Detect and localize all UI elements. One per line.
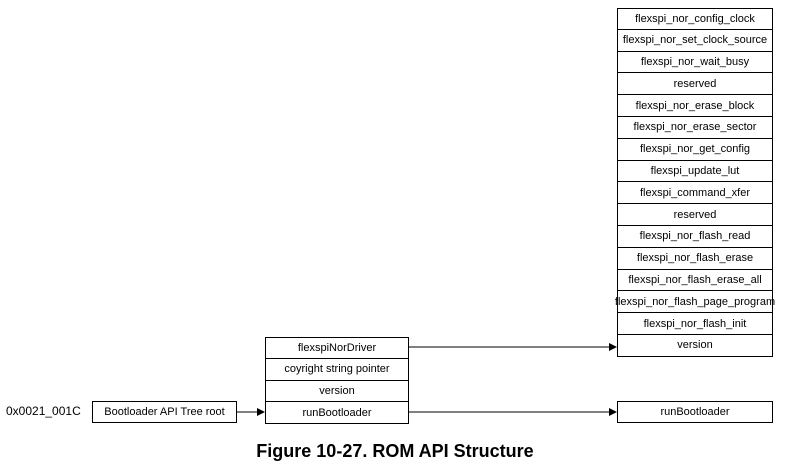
flexspi-driver-row: version [617,334,773,357]
flexspi-driver-row: flexspi_nor_flash_erase_all [617,269,773,292]
flexspi-driver-row: flexspi_nor_flash_init [617,313,773,335]
flexspi-driver-row: flexspi_nor_flash_page_program [615,291,775,314]
flexspi-driver-row: flexspi_nor_get_config [617,138,773,161]
api-tree-row: version [265,380,409,403]
flexspi-driver-row: flexspi_nor_flash_erase [617,247,773,270]
root-address: 0x0021_001C [6,404,81,418]
runbootloader-target-label: runBootloader [660,406,730,418]
api-tree-row: flexspiNorDriver [265,337,409,359]
flexspi-driver-row: flexspi_update_lut [617,160,773,183]
flexspi-driver-row: reserved [617,73,773,96]
runbootloader-target-box: runBootloader [617,401,773,423]
flexspi-driver-row: flexspi_nor_erase_block [617,95,773,117]
flexspi-driver-table: flexspi_nor_config_clock flexspi_nor_set… [615,8,775,357]
api-tree-row: runBootloader [265,402,409,425]
api-tree-root-box: Bootloader API Tree root [92,401,237,423]
flexspi-driver-row: flexspi_nor_flash_read [617,225,773,248]
api-tree-root-label: Bootloader API Tree root [104,406,225,418]
flexspi-driver-row: flexspi_nor_set_clock_source [617,29,773,52]
flexspi-driver-row: flexspi_command_xfer [617,182,773,205]
api-tree-table: flexspiNorDriver coyright string pointer… [265,337,409,425]
flexspi-driver-row: flexspi_nor_wait_busy [617,51,773,74]
flexspi-driver-row: flexspi_nor_erase_sector [617,116,773,139]
flexspi-driver-row: reserved [617,204,773,226]
api-tree-row: coyright string pointer [265,358,409,381]
figure-caption: Figure 10-27. ROM API Structure [256,441,534,461]
flexspi-driver-row: flexspi_nor_config_clock [617,8,773,30]
